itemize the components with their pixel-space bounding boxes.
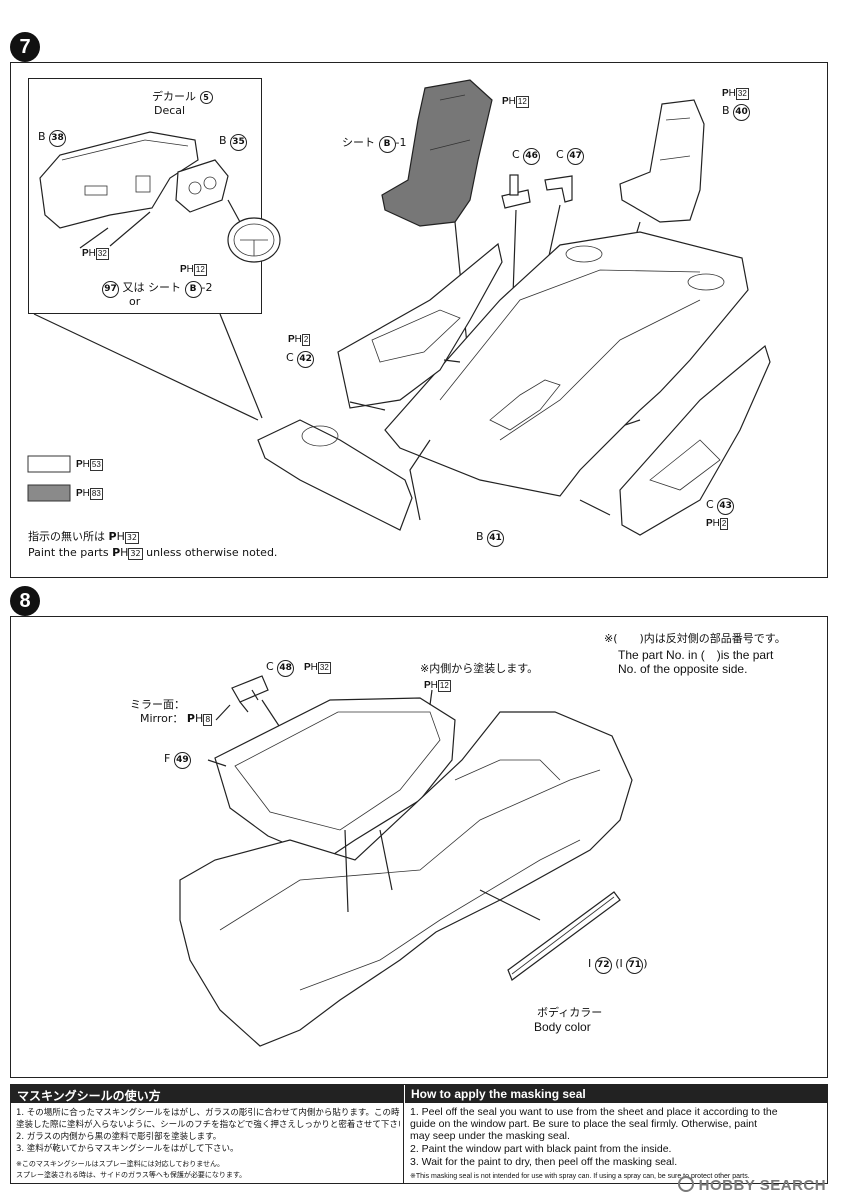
dashboard-drawing xyxy=(39,131,281,263)
body-color-label-en: Body color xyxy=(534,1020,591,1034)
side-trim-strip-drawing xyxy=(507,891,621,981)
mirror-face-label-jp: ミラー面： xyxy=(130,698,185,711)
part-c46-label: C 46 xyxy=(512,148,541,165)
rear-view-mirror-drawing xyxy=(231,675,269,713)
masking-title-jp: マスキングシールの使い方 xyxy=(11,1085,403,1103)
seat-b1-label: シート B-1 xyxy=(342,134,406,153)
masking-en-line-1: 1. Peel off the seal you want to use fro… xyxy=(410,1106,778,1118)
step-7-number: 7 xyxy=(10,32,40,62)
part-b38-label: B 38 xyxy=(38,130,67,147)
white-seat-drawing xyxy=(619,99,705,223)
decal-label-en: Decal xyxy=(154,104,186,117)
hobby-search-watermark: HOBBY SEARCH xyxy=(678,1176,826,1194)
car-body-drawing xyxy=(179,711,633,1047)
masking-jp-line-5: ※このマスキングシールはスプレー塗料には対応しておりません。 xyxy=(16,1160,225,1168)
legend-dark-swatch xyxy=(27,484,71,502)
step-7-panel xyxy=(10,62,828,578)
masking-en-line-4: 2. Paint the window part with black pain… xyxy=(410,1143,672,1155)
masking-en-line-3: may seep under the masking seal. xyxy=(410,1130,570,1142)
masking-jp-line-6: スプレー塗装される時は、サイドのガラス等へも保護が必要になります。 xyxy=(16,1171,247,1179)
body-color-label-jp: ボディカラー xyxy=(537,1006,603,1019)
inside-paint-note: ※内側から塗装します。 xyxy=(420,662,539,675)
floor-tub-drawing xyxy=(384,231,749,497)
masking-en-line-2: guide on the window part. Be sure to pla… xyxy=(410,1118,758,1130)
part-c47-label: C 47 xyxy=(556,148,585,165)
masking-jp-line-1: 1. その場所に合ったマスキングシールをはがし、ガラスの彫引に合わせて内側から貼… xyxy=(16,1108,400,1118)
part-i72-i71-label: I 72 (I 71) xyxy=(588,957,648,974)
opposite-side-note-jp: ※( )内は反対側の部品番号です。 xyxy=(604,632,786,645)
decal-part-number: 5 xyxy=(199,91,213,104)
masking-jp-line-4: 3. 塗料が乾いてからマスキングシールをはがして下さい。 xyxy=(16,1144,239,1154)
masking-instructions-panel xyxy=(10,1084,828,1184)
masking-en-line-6: ※This masking seal is not intended for u… xyxy=(410,1173,750,1180)
opposite-side-note-en-2: No. of the opposite side. xyxy=(618,662,748,676)
part-97-or-seat-b2: 97 又は シート B-2 xyxy=(102,279,212,298)
masking-jp-line-3: 2. ガラスの内側から黒の塗料で彫引部を塗装します。 xyxy=(16,1132,222,1142)
part-c42-label: C 42 xyxy=(286,351,315,368)
part-c48-label: C 48 xyxy=(266,660,295,677)
masking-jp-line-2: 塗装した際に塗料が入らないように、シールのフチを指などで強く押さえしっかりと密着… xyxy=(16,1120,400,1130)
part-b40-label: B 40 xyxy=(722,104,751,121)
part-c43-label: C 43 xyxy=(706,498,735,515)
part-b35-label: B 35 xyxy=(219,134,248,151)
step-7-illustration xyxy=(27,79,771,536)
masking-divider xyxy=(403,1085,404,1183)
center-console-drawing xyxy=(257,419,413,531)
part-f49-label: F 49 xyxy=(164,752,191,769)
dashboard-inset xyxy=(28,78,262,314)
step-8-number: 8 xyxy=(10,586,40,616)
or-label-en: or xyxy=(129,295,141,308)
masking-en-line-5: 3. Wait for the paint to dry, then peel … xyxy=(410,1156,678,1168)
racing-seat-drawing xyxy=(381,79,493,227)
step-8-panel xyxy=(10,616,828,1078)
step-8-illustration xyxy=(179,675,633,1047)
masking-title-en: How to apply the masking seal xyxy=(405,1085,827,1103)
watermark-logo-icon xyxy=(678,1176,694,1192)
opposite-side-note-en-1: The part No. in ( )is the part xyxy=(618,648,774,662)
decal-label-jp: デカール 5 xyxy=(152,88,213,104)
part-b41-label: B 41 xyxy=(476,530,505,547)
legend-white-swatch xyxy=(27,455,71,473)
